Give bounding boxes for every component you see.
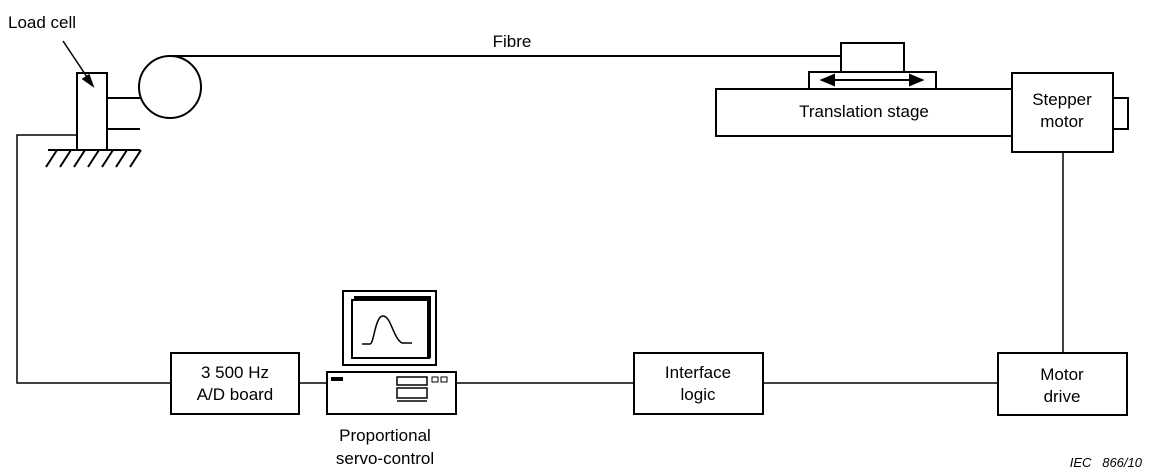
fibre-clamp [840,42,905,73]
connections [16,134,1064,384]
stepper-motor-label-line2: motor [1040,112,1084,131]
double-arrow-icon [819,73,925,87]
computer-icon [326,290,457,415]
computer-case [326,371,457,415]
response-curve [362,315,412,345]
ad-board-label-line2: A/D board [197,385,274,404]
computer-label-line2: servo-control [336,449,434,468]
interface-logic-box [633,352,764,415]
drive-bay-1 [396,376,428,386]
motor-drive-label-line2: drive [1044,387,1081,406]
load-cell-pointer [62,40,95,88]
motor-drive-label-line1: Motor [1040,365,1084,384]
ad-board-box [170,352,300,415]
ground-symbol [45,149,142,168]
load-cell [76,55,202,151]
load-cell-label: Load cell [8,13,76,32]
motor-drive-box [997,352,1128,416]
fibre-label: Fibre [493,32,532,51]
load-cell-to-ad-line [16,134,171,384]
computer-label-line1: Proportional [339,426,431,445]
drive-bay-2 [396,387,428,399]
fibre-spool [138,55,202,119]
interface-logic-label-line1: Interface [665,363,731,382]
figure-reference: IEC 866/10 [1070,455,1143,470]
interface-logic-label-line2: logic [681,385,716,404]
motor-shaft [1112,97,1129,130]
ad-board-label-line1: 3 500 Hz [201,363,269,382]
monitor-frame [342,290,437,366]
monitor-screen [351,299,430,359]
translation-stage-label: Translation stage [799,102,929,121]
stepper-motor-label-line1: Stepper [1032,90,1092,109]
